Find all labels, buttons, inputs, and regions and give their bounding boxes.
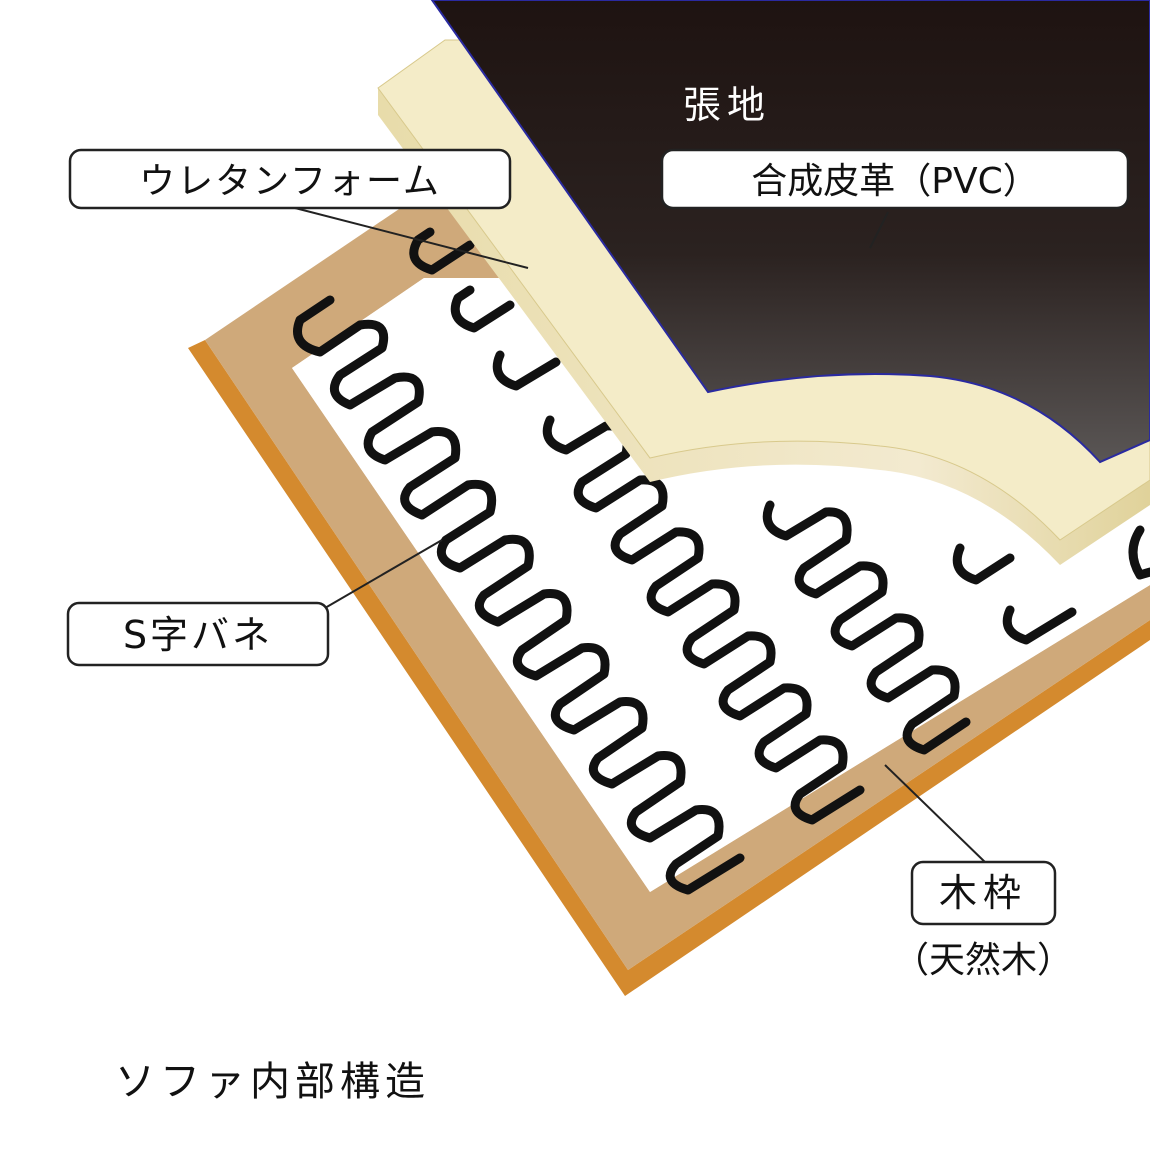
s-springs [293, 227, 1150, 895]
s-spring-3 [762, 500, 971, 755]
leather-layer [430, 0, 1150, 464]
s-spring-2 [409, 227, 865, 825]
s-spring-5 [1128, 525, 1150, 580]
s-spring-1 [293, 295, 745, 895]
leader-spring [324, 539, 443, 609]
label-synthetic-leather: 合成皮革（PVC） [751, 161, 1038, 202]
s-spring-4 [952, 543, 1077, 645]
label-box-synthetic-leather [660, 148, 1130, 210]
label-box-urethane-foam [68, 148, 512, 210]
leather-top [430, 0, 1150, 464]
leader-foam [294, 207, 529, 269]
leader-lines [294, 207, 989, 866]
label-s-spring: S字バネ [123, 613, 273, 657]
diagram-caption: ソファ内部構造 [115, 1059, 430, 1105]
leader-leather [869, 211, 889, 249]
label-box-s-spring [66, 601, 330, 667]
label-upholstery: 張地 [683, 83, 771, 127]
wood-frame-top [205, 205, 1150, 970]
label-wood-frame: 木枠 [939, 871, 1027, 915]
leader-wood [884, 764, 989, 866]
label-wood-frame-note: （天然木） [893, 940, 1073, 981]
label-box-wood-frame [910, 860, 1057, 926]
label-urethane-foam: ウレタンフォーム [139, 161, 441, 202]
